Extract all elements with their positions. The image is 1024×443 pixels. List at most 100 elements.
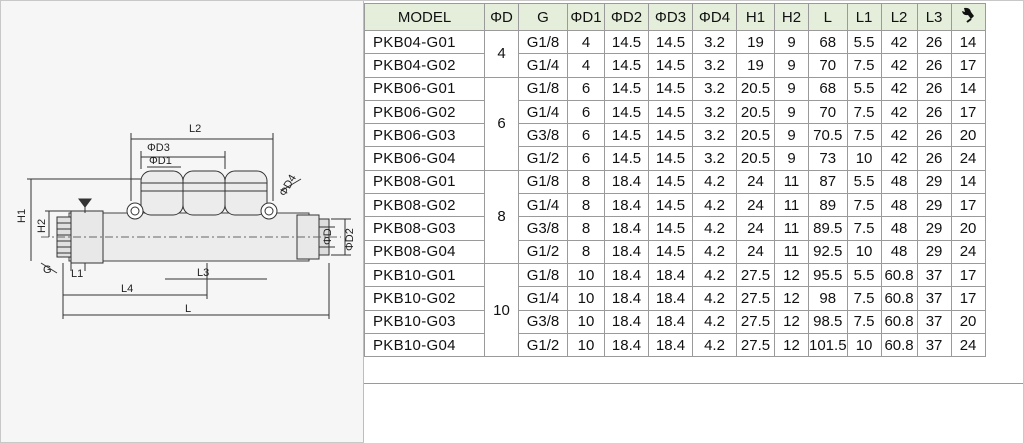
cell-g: G1/4 (518, 53, 568, 78)
cell-l2: 60.8 (880, 262, 918, 288)
cell-l2: 60.8 (880, 332, 918, 358)
cell-model: PKB06-G04 (364, 146, 485, 171)
cell-l: 68 (808, 76, 848, 101)
cell-l3: 26 (916, 123, 952, 148)
fitting-diagram: L2 ΦD3 ΦD1 ΦD4 H1 H2 G L1 L3 L4 L ΦD ΦD2 (16, 123, 356, 319)
label-g: G (43, 264, 52, 276)
cell-d4: 4.2 (692, 169, 737, 195)
label-l4: L4 (121, 283, 133, 295)
cell-d-group: 8 (484, 169, 519, 264)
cell-model: PKB08-G02 (364, 193, 485, 218)
cell-h1: 20.5 (736, 123, 775, 148)
cell-l3: 26 (916, 76, 952, 101)
cell-l: 68 (808, 29, 848, 55)
cell-l: 89.5 (808, 216, 848, 241)
cell-h1: 19 (736, 53, 775, 78)
cell-l: 89 (808, 193, 848, 218)
cell-d2: 14.5 (604, 29, 649, 55)
cell-l2: 48 (880, 193, 918, 218)
spec-table: MODEL ΦD G ΦD1 ΦD2 ΦD3 ΦD4 H1 H2 L L1 L2… (364, 3, 986, 358)
cell-d1: 6 (567, 123, 605, 148)
spec-table-panel: MODEL ΦD G ΦD1 ΦD2 ΦD3 ΦD4 H1 H2 L L1 L2… (364, 1, 1023, 443)
cell-model: PKB08-G01 (364, 169, 485, 195)
cell-d1: 10 (567, 286, 605, 311)
cell-d2: 18.4 (604, 216, 649, 241)
cell-g: G1/4 (518, 286, 568, 311)
cell-d3: 14.5 (648, 53, 693, 78)
cell-wrench: 20 (950, 216, 986, 241)
col-header-d: ΦD (484, 3, 519, 31)
label-h2: H2 (36, 219, 48, 233)
cell-d1: 10 (567, 262, 605, 288)
cell-h1: 24 (736, 169, 775, 195)
technical-drawing: L2 ΦD3 ΦD1 ΦD4 H1 H2 G L1 L3 L4 L ΦD ΦD2 (1, 1, 364, 442)
cell-l1: 5.5 (846, 262, 882, 288)
label-d1: ΦD1 (149, 155, 172, 167)
label-l: L (185, 303, 191, 315)
cell-l1: 10 (846, 239, 882, 264)
cell-d2: 18.4 (604, 332, 649, 358)
col-header-l2: L2 (880, 3, 918, 31)
cell-h2: 11 (774, 239, 809, 264)
col-header-h2: H2 (774, 3, 809, 31)
table-footer-empty (364, 383, 1023, 443)
cell-g: G3/8 (518, 216, 568, 241)
cell-d1: 4 (567, 53, 605, 78)
cell-h1: 20.5 (736, 99, 775, 125)
cell-h2: 9 (774, 99, 809, 125)
cell-l2: 42 (880, 99, 918, 125)
cell-d2: 18.4 (604, 239, 649, 264)
cell-d1: 10 (567, 309, 605, 334)
cell-h2: 9 (774, 76, 809, 101)
cell-d2: 14.5 (604, 53, 649, 78)
cell-l3: 26 (916, 146, 952, 171)
cell-l2: 42 (880, 76, 918, 101)
cell-d2: 18.4 (604, 169, 649, 195)
cell-g: G1/8 (518, 76, 568, 101)
cell-l3: 37 (916, 309, 952, 334)
cell-d3: 18.4 (648, 262, 693, 288)
cell-l3: 29 (916, 216, 952, 241)
cell-l: 98 (808, 286, 848, 311)
cell-h2: 11 (774, 216, 809, 241)
cell-l1: 7.5 (846, 123, 882, 148)
cell-g: G1/4 (518, 99, 568, 125)
cell-d2: 18.4 (604, 286, 649, 311)
cell-d4: 4.2 (692, 216, 737, 241)
cell-model: PKB08-G03 (364, 216, 485, 241)
cell-d3: 14.5 (648, 193, 693, 218)
cell-d4: 3.2 (692, 146, 737, 171)
cell-l2: 42 (880, 29, 918, 55)
cell-model: PKB04-G01 (364, 29, 485, 55)
cell-l3: 37 (916, 332, 952, 358)
cell-l: 95.5 (808, 262, 848, 288)
cell-l1: 7.5 (846, 286, 882, 311)
cell-d4: 4.2 (692, 239, 737, 264)
cell-h2: 12 (774, 332, 809, 358)
cell-model: PKB10-G03 (364, 309, 485, 334)
cell-d2: 14.5 (604, 146, 649, 171)
cell-h2: 9 (774, 29, 809, 55)
cell-h1: 19 (736, 29, 775, 55)
cell-l2: 42 (880, 123, 918, 148)
cell-l: 98.5 (808, 309, 848, 334)
cell-h1: 27.5 (736, 262, 775, 288)
cell-g: G1/2 (518, 146, 568, 171)
cell-l2: 60.8 (880, 309, 918, 334)
cell-d4: 3.2 (692, 123, 737, 148)
cell-d4: 4.2 (692, 193, 737, 218)
cell-g: G1/8 (518, 169, 568, 195)
col-header-l3: L3 (916, 3, 952, 31)
cell-g: G3/8 (518, 123, 568, 148)
cell-h1: 20.5 (736, 76, 775, 101)
label-l3: L3 (197, 267, 209, 279)
cell-l3: 37 (916, 262, 952, 288)
cell-h2: 12 (774, 286, 809, 311)
cell-model: PKB10-G01 (364, 262, 485, 288)
